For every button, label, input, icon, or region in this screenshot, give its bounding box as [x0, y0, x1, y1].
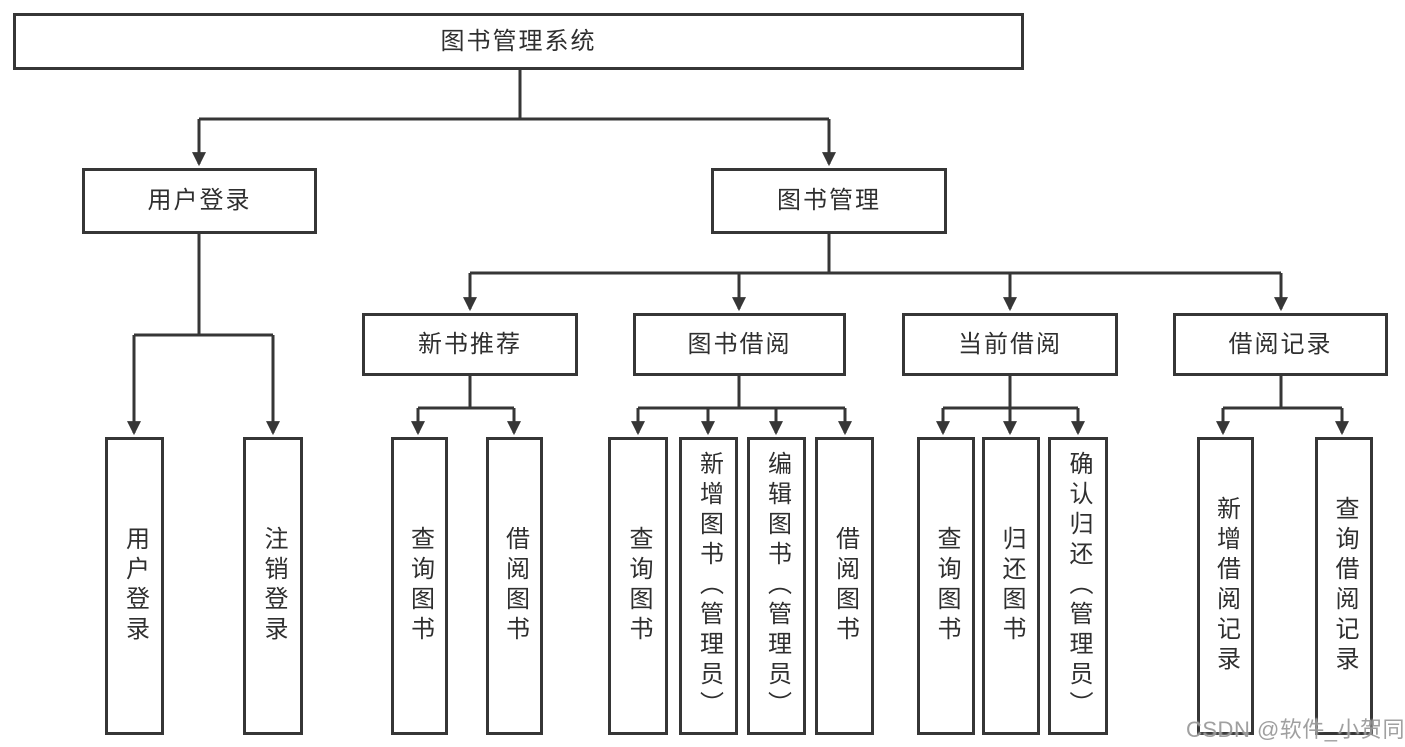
csdn-watermark: CSDN @软件_小贺同学 [1186, 717, 1405, 742]
leaf-query-books-recommend: 查询图书 [391, 437, 448, 735]
node-new-book-recommend: 新书推荐 [362, 313, 578, 376]
node-label: 借阅图书 [831, 526, 859, 646]
node-current-borrow: 当前借阅 [902, 313, 1118, 376]
node-label: 查询图书 [933, 526, 960, 646]
connector-root-trunk [199, 70, 829, 121]
node-label: 查询图书 [625, 526, 652, 646]
connector-recommend-trunk [418, 376, 514, 410]
leaf-query-books-borrow: 查询图书 [608, 437, 668, 735]
leaf-query-books-current: 查询图书 [917, 437, 975, 735]
node-label: 注销登录 [260, 526, 287, 646]
leaf-return-book: 归还图书 [982, 437, 1040, 735]
connector-current-trunk [943, 376, 1078, 410]
node-label: 借阅记录 [1228, 330, 1333, 358]
node-label: 编辑图书（管理员） [763, 451, 791, 721]
node-user-login: 用户登录 [82, 168, 317, 234]
node-label: 图书借阅 [687, 330, 792, 358]
node-label: 新书推荐 [418, 330, 522, 358]
connector-records-trunk [1223, 376, 1342, 410]
node-label: 查询借阅记录 [1331, 496, 1358, 676]
node-borrow-records: 借阅记录 [1173, 313, 1388, 376]
leaf-borrow-books: 借阅图书 [815, 437, 874, 735]
node-label: 借阅图书 [501, 526, 529, 646]
node-label: 用户登录 [147, 187, 252, 215]
node-book-management: 图书管理 [711, 168, 947, 234]
node-label: 图书管理系统 [440, 27, 597, 55]
leaf-add-book-admin: 新增图书（管理员） [679, 437, 738, 735]
node-label: 图书管理 [777, 187, 881, 215]
node-label: 用户登录 [121, 526, 149, 646]
node-label: 归还图书 [998, 526, 1025, 646]
node-label: 确认归还（管理员） [1065, 451, 1092, 721]
leaf-borrow-books-recommend: 借阅图书 [486, 437, 543, 735]
leaf-edit-book-admin: 编辑图书（管理员） [747, 437, 806, 735]
connector-userlogin-trunk [134, 234, 273, 337]
connector-bookmgmt-trunk [470, 234, 1281, 275]
connector-borrow-trunk [638, 376, 845, 410]
node-label: 新增图书（管理员） [695, 451, 723, 721]
node-label: 查询图书 [406, 526, 434, 646]
leaf-add-borrow-record: 新增借阅记录 [1197, 437, 1254, 735]
leaf-confirm-return-admin: 确认归还（管理员） [1048, 437, 1108, 735]
leaf-query-borrow-record: 查询借阅记录 [1315, 437, 1373, 735]
node-book-borrow: 图书借阅 [633, 313, 846, 376]
node-label: 新增借阅记录 [1212, 496, 1240, 676]
node-root-system: 图书管理系统 [13, 13, 1024, 70]
node-label: 当前借阅 [958, 330, 1062, 358]
leaf-logout-login: 注销登录 [243, 437, 303, 735]
leaf-user-login: 用户登录 [105, 437, 164, 735]
